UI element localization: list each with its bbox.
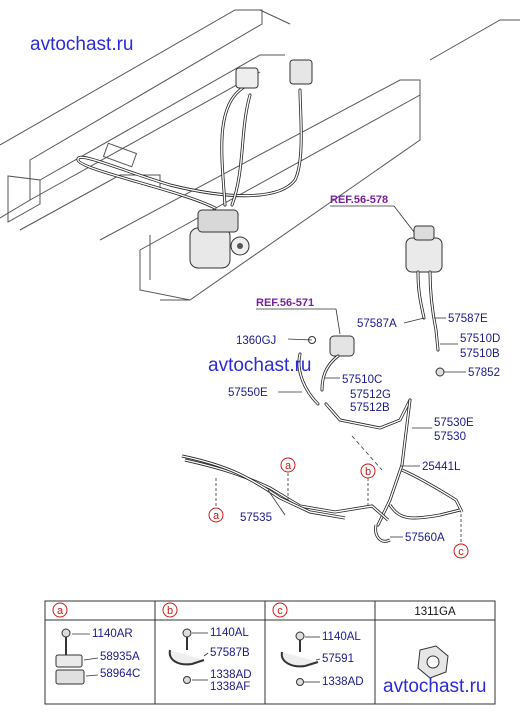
watermark-bottom: avtochast.ru bbox=[383, 676, 487, 697]
cell-b-1338AF: 1338AF bbox=[210, 681, 250, 693]
cell-b-57587B: 57587B bbox=[210, 647, 250, 659]
upper-hoses bbox=[76, 59, 313, 210]
callout-57510B: 57510B bbox=[460, 348, 500, 360]
callout-57550E: 57550E bbox=[228, 387, 268, 399]
power-steering-pump bbox=[189, 209, 250, 269]
svg-text:c: c bbox=[458, 546, 464, 558]
cell-c-parts bbox=[280, 631, 319, 686]
callout-57510C: 57510C bbox=[342, 374, 382, 386]
ref-label-top[interactable]: REF.56-578 bbox=[330, 194, 388, 206]
table-header-b: b bbox=[162, 602, 178, 618]
cell-a-58964C: 58964C bbox=[100, 668, 140, 680]
svg-text:a: a bbox=[213, 510, 220, 522]
cell-b-1140AL: 1140AL bbox=[210, 627, 249, 639]
callout-57530: 57530 bbox=[434, 431, 466, 443]
callout-25441L: 25441L bbox=[422, 461, 461, 473]
callout-57530E: 57530E bbox=[434, 417, 474, 429]
callout-57587A: 57587A bbox=[357, 318, 397, 330]
pressure-lines bbox=[181, 352, 464, 543]
cell-b-parts bbox=[168, 628, 205, 684]
cell-a-parts bbox=[55, 628, 85, 685]
svg-text:c: c bbox=[277, 605, 283, 617]
svg-text:a: a bbox=[285, 460, 292, 472]
nut-icon bbox=[417, 645, 449, 679]
callout-57535: 57535 bbox=[240, 512, 272, 524]
table-header-a: a bbox=[52, 602, 68, 618]
watermark-middle: avtochast.ru bbox=[208, 355, 312, 376]
gear-fitting bbox=[308, 335, 355, 392]
cell-c-57591: 57591 bbox=[322, 653, 354, 665]
svg-text:b: b bbox=[167, 605, 173, 617]
callout-57852: 57852 bbox=[468, 367, 500, 379]
cell-a-58935A: 58935A bbox=[100, 651, 140, 663]
callout-57510D: 57510D bbox=[460, 333, 500, 345]
svg-text:a: a bbox=[57, 605, 64, 617]
cell-c-1140AL: 1140AL bbox=[322, 631, 361, 643]
marker-a-left: a bbox=[208, 507, 224, 523]
callout-57587E: 57587E bbox=[448, 313, 488, 325]
table-header-c: c bbox=[272, 602, 288, 618]
leader-lines bbox=[215, 205, 466, 544]
marker-b: b bbox=[360, 463, 376, 479]
cell-b-1338AD: 1338AD bbox=[210, 669, 252, 681]
callout-1360GJ: 1360GJ bbox=[236, 335, 276, 347]
callout-57512B: 57512B bbox=[350, 402, 390, 414]
callout-57512G: 57512G bbox=[350, 389, 391, 401]
reservoir bbox=[405, 225, 445, 377]
callout-57560A: 57560A bbox=[405, 532, 445, 544]
cell-a-1140AR: 1140AR bbox=[92, 628, 133, 640]
cell-c-1338AD: 1338AD bbox=[322, 676, 364, 688]
marker-c: c bbox=[453, 543, 469, 559]
parts-table: a b c 1311GA 1140AR 58935A 58964C bbox=[44, 600, 496, 705]
table-header-1311GA: 1311GA bbox=[414, 606, 456, 618]
ref-label-mid[interactable]: REF.56-571 bbox=[256, 297, 314, 309]
watermark-top: avtochast.ru bbox=[30, 34, 134, 55]
svg-text:b: b bbox=[365, 466, 371, 478]
marker-a-top: a bbox=[280, 457, 296, 473]
